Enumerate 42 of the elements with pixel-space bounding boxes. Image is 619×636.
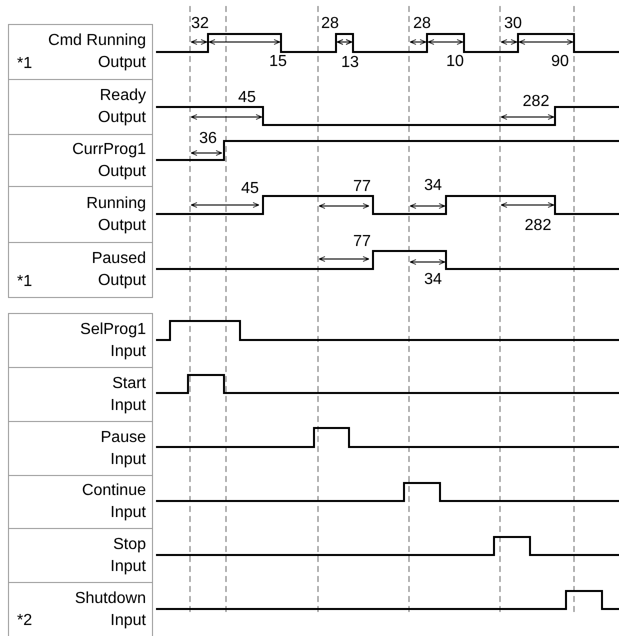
signal-label-cell <box>8 24 153 80</box>
duration-value: 77 <box>353 178 371 196</box>
signal-label-cell <box>8 528 153 583</box>
duration-value: 34 <box>424 177 442 195</box>
duration-value: 10 <box>446 53 464 71</box>
duration-value: 32 <box>191 15 209 33</box>
signal-label-cell <box>8 186 153 243</box>
duration-value: 90 <box>551 53 569 71</box>
signal-name: CurrProg1 Output <box>72 140 146 182</box>
signal-label-cell <box>8 313 153 368</box>
duration-value: 13 <box>341 54 359 72</box>
footnote-mark: *1 <box>17 272 32 292</box>
signal-name: SelProg1 Input <box>80 320 146 362</box>
signal-name: Stop Input <box>110 534 146 576</box>
footnote-mark: *1 <box>17 54 32 74</box>
duration-value: 30 <box>504 15 522 33</box>
duration-value: 45 <box>238 89 256 107</box>
duration-value: 15 <box>269 53 287 71</box>
signal-label-cell <box>8 582 153 636</box>
signal-name: Ready Output <box>98 86 146 128</box>
signal-name: Start Input <box>110 374 146 416</box>
duration-value: 28 <box>321 15 339 33</box>
duration-value: 45 <box>241 180 259 198</box>
signal-name: Continue Input <box>82 481 146 523</box>
duration-value: 282 <box>524 217 552 235</box>
duration-value: 28 <box>413 15 431 33</box>
duration-value: 282 <box>522 93 550 111</box>
signal-name: Cmd Running Output <box>47 31 146 73</box>
signal-label-cell <box>8 134 153 187</box>
signal-label-cell <box>8 421 153 476</box>
footnote-mark: *2 <box>17 611 32 631</box>
signal-name: Paused Output <box>92 249 146 291</box>
signal-name: Running Output <box>86 194 146 236</box>
signal-label-cell <box>8 475 153 529</box>
signal-name: Pause Input <box>100 428 146 470</box>
duration-value: 77 <box>353 233 371 251</box>
duration-value: 34 <box>424 271 442 289</box>
signal-label-cell <box>8 79 153 135</box>
signal-label-cell <box>8 242 153 298</box>
signal-label-cell <box>8 367 153 422</box>
signal-name: Shutdown Input <box>74 588 146 630</box>
duration-value: 36 <box>199 130 217 148</box>
